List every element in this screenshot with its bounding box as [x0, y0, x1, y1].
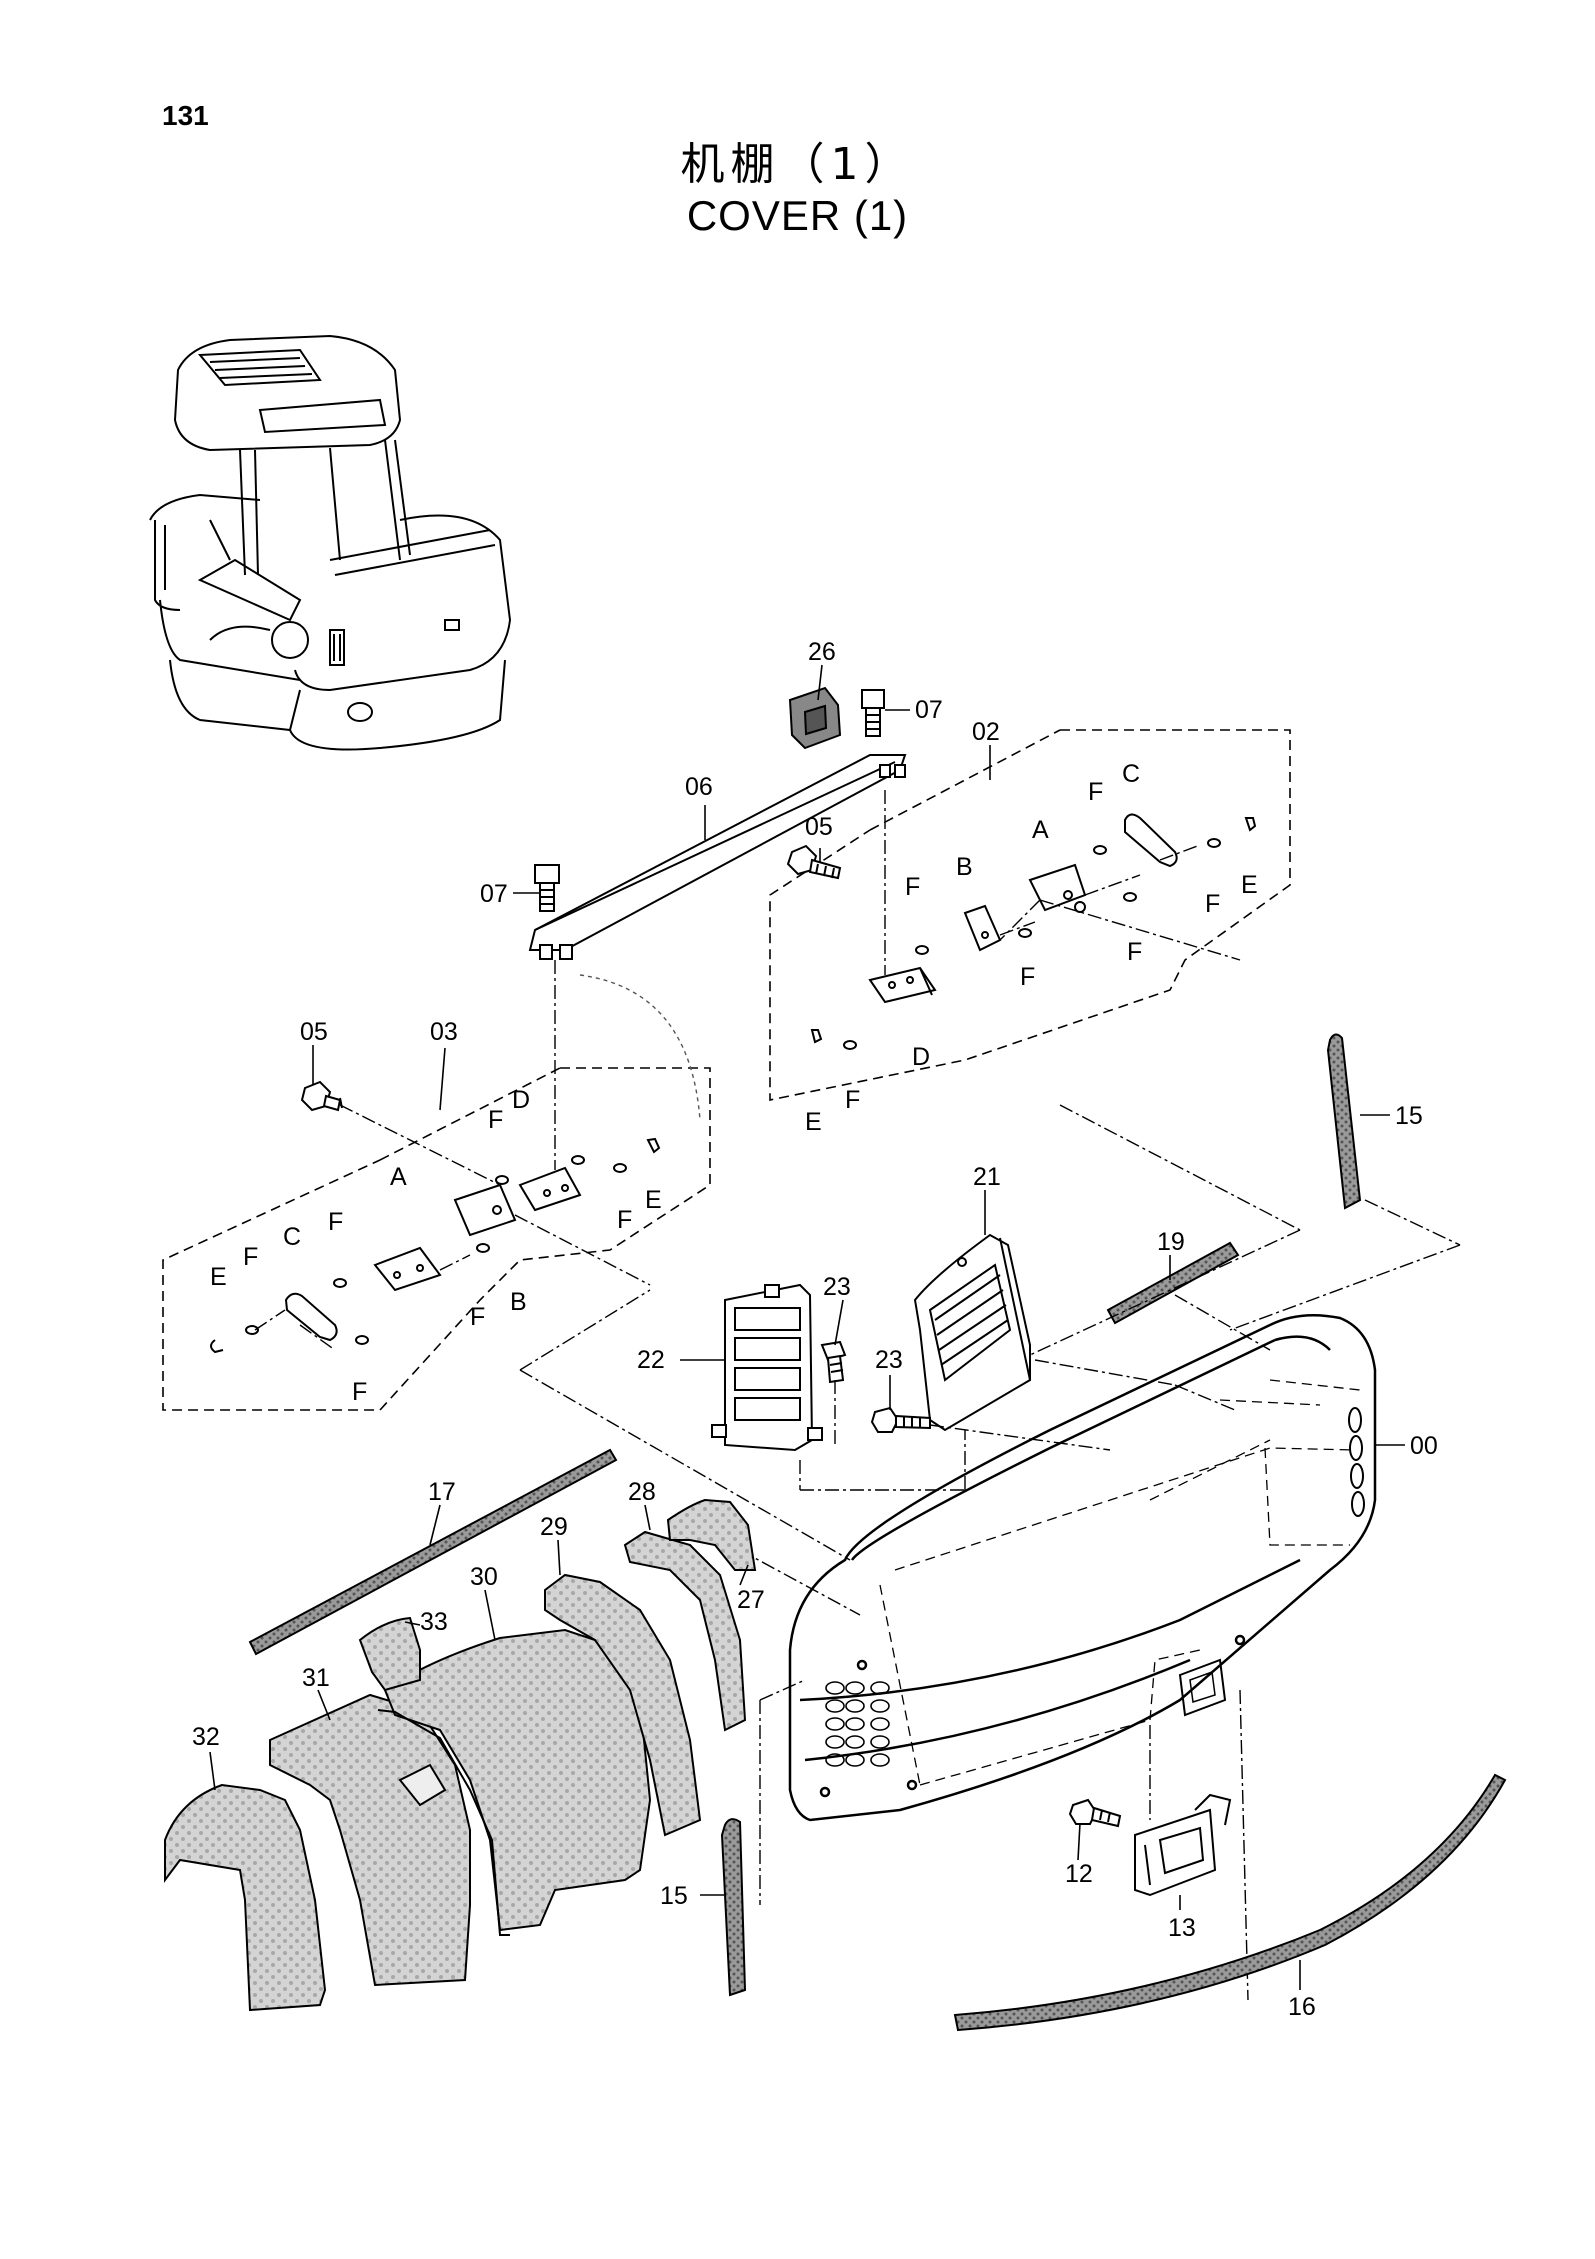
callout-29: 29	[540, 1513, 568, 1541]
bolt-05-left	[300, 1080, 343, 1112]
marker-B: B	[510, 1288, 527, 1316]
callout-12: 12	[1065, 1860, 1093, 1888]
callout-19: 19	[1157, 1228, 1185, 1256]
marker-F: F	[470, 1303, 485, 1331]
hinge-lines-right	[884, 790, 1241, 975]
marker-F: F	[1088, 778, 1103, 806]
marker-F: F	[243, 1243, 258, 1271]
leader-lines	[209, 664, 1405, 1990]
callout-31: 31	[302, 1664, 330, 1692]
callout-15: 15	[660, 1882, 688, 1910]
marker-B: B	[956, 853, 973, 881]
callout-05: 05	[300, 1018, 328, 1046]
marker-D: D	[512, 1086, 530, 1114]
seal-strip-15-bottom	[720, 1818, 747, 1997]
hinge-lines-left	[254, 960, 651, 1351]
marker-A: A	[1032, 816, 1049, 844]
insulation-pad-28	[623, 1530, 747, 1732]
marker-E: E	[210, 1263, 227, 1291]
page-number: 131	[162, 100, 209, 131]
bolt-07-top	[861, 689, 885, 737]
seal-strip-16	[953, 1773, 1507, 2032]
callout-02: 02	[972, 718, 1000, 746]
callout-06: 06	[685, 773, 713, 801]
grille-21	[913, 1233, 1031, 1432]
seal-strip-17	[248, 1448, 618, 1656]
callout-00: 00	[1410, 1432, 1438, 1460]
cover-hidden-lines	[879, 1379, 1361, 1786]
swing-arc	[579, 974, 701, 1121]
bolt-07-left	[534, 864, 560, 912]
callout-23: 23	[875, 1346, 903, 1374]
latch-13	[1134, 1793, 1232, 1897]
cover-00	[788, 1313, 1377, 1822]
callout-28: 28	[628, 1478, 656, 1506]
marker-F: F	[352, 1378, 367, 1406]
callout-07: 07	[480, 880, 508, 908]
marker-C: C	[283, 1223, 301, 1251]
marker-F: F	[488, 1106, 503, 1134]
marker-F: F	[1020, 963, 1035, 991]
callout-13: 13	[1168, 1914, 1196, 1942]
marker-F: F	[328, 1208, 343, 1236]
marker-C: C	[1122, 760, 1140, 788]
callout-15: 15	[1395, 1102, 1423, 1130]
hinge-parts-left	[210, 1137, 661, 1354]
marker-D: D	[912, 1043, 930, 1071]
callout-30: 30	[470, 1563, 498, 1591]
callout-21: 21	[973, 1163, 1001, 1191]
insulation-pad-29	[544, 1573, 702, 1837]
hinge-assembly-box-left	[162, 1067, 711, 1411]
callout-26: 26	[808, 638, 836, 666]
seal-strip-19	[1106, 1241, 1240, 1325]
callout-23: 23	[823, 1273, 851, 1301]
marker-F: F	[617, 1206, 632, 1234]
letter-markers: A B C D E E F F F F F F A B C D E E F F …	[210, 760, 1258, 1406]
stopper-block-26	[788, 686, 842, 750]
insulation-pad-27	[666, 1498, 757, 1571]
callout-16: 16	[1288, 1993, 1316, 2021]
title-english: COVER (1)	[686, 192, 909, 239]
seal-strip-15-right	[1326, 1033, 1362, 1210]
grille-22	[711, 1283, 823, 1452]
callout-17: 17	[428, 1478, 456, 1506]
marker-F: F	[1205, 890, 1220, 918]
title-chinese: 机棚（1）	[680, 139, 915, 190]
callout-22: 22	[637, 1346, 665, 1374]
callout-32: 32	[192, 1723, 220, 1751]
callout-03: 03	[430, 1018, 458, 1046]
marker-E: E	[645, 1186, 662, 1214]
marker-A: A	[390, 1163, 407, 1191]
callout-numbers: 26 07 02 06 05 07 05 03 15 21 19 23 23 2…	[192, 638, 1438, 2021]
machine-overview-sketch	[149, 334, 512, 751]
marker-E: E	[1241, 871, 1258, 899]
callout-33: 33	[420, 1608, 448, 1636]
bolt-23-vertical	[820, 1340, 847, 1384]
hinge-assembly-box-right	[769, 729, 1291, 1101]
insulation-pad-33	[358, 1616, 421, 1692]
bolt-23-horizontal	[870, 1406, 931, 1433]
marker-F: F	[1127, 938, 1142, 966]
support-bar-06	[528, 754, 907, 960]
callout-05: 05	[805, 813, 833, 841]
cover-assembly-lines	[519, 1104, 1461, 2001]
insulation-pad-32	[164, 1783, 327, 2012]
callout-27: 27	[737, 1586, 765, 1614]
insulation-pad-31	[269, 1693, 471, 1987]
marker-E: E	[805, 1108, 822, 1136]
callout-07: 07	[915, 696, 943, 724]
bolt-05-right	[786, 844, 842, 880]
marker-F: F	[845, 1086, 860, 1114]
marker-F: F	[905, 873, 920, 901]
bolt-12	[1068, 1798, 1122, 1828]
